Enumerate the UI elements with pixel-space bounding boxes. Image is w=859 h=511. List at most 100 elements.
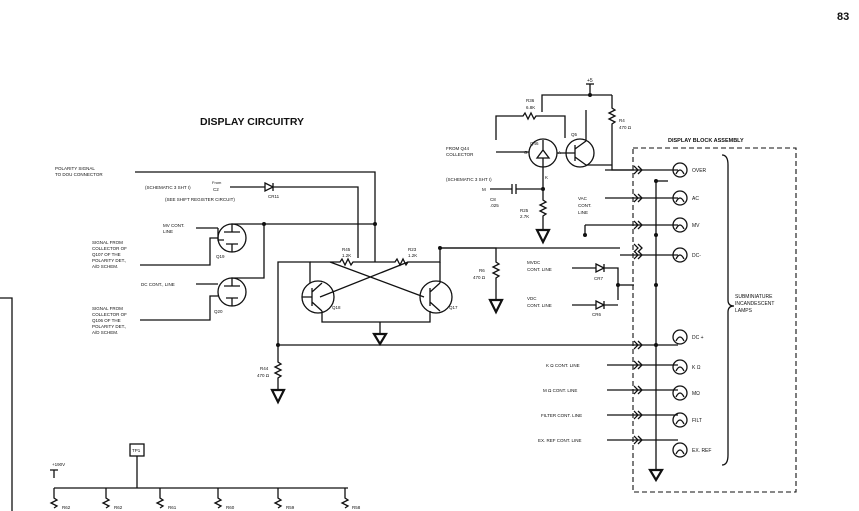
lamp-ex-ref-icon	[672, 442, 688, 458]
cr11-label: CR11	[268, 194, 280, 199]
lamp-row-dc-plus: DC +	[278, 329, 704, 350]
from-q44-line2: COLLECTOR	[446, 152, 474, 157]
mv-cont-line1: MV CONT.	[163, 223, 185, 228]
q107-line2: COLLECTOR OF	[92, 246, 127, 251]
lamp-dc-minus-icon	[672, 247, 688, 263]
see-shift-register-label: (SEE SHIFT REGISTER CIRCUIT)	[165, 197, 235, 202]
r25-value: 2.7K	[520, 214, 529, 219]
q106-line2: COLLECTOR OF	[92, 312, 127, 317]
lamps-label-2: INCANDESCENT	[735, 301, 774, 307]
lamp-over-label: OVER	[692, 168, 707, 174]
junction-dots	[262, 93, 658, 347]
r36-value: 6.8K	[526, 105, 535, 110]
r6-resistor	[440, 247, 501, 300]
lamp-dc-plus-label: DC +	[692, 335, 704, 341]
q106-line4: POLARITY DET.,	[92, 324, 126, 329]
r6-label: R6	[479, 268, 485, 273]
mvdc-cont-line1: MVDC	[527, 260, 541, 265]
bottom-resistors	[49, 488, 350, 509]
page-title: DISPLAY CIRCUITRY	[200, 116, 304, 128]
lamp-ac-icon	[672, 190, 688, 206]
q18-label: Q18	[332, 305, 341, 310]
mv-cont-line2: LINE	[163, 229, 173, 234]
c8-label: C8	[490, 197, 496, 202]
q46-body	[535, 140, 551, 172]
r25-resistor	[538, 172, 548, 230]
q107-line4: POLARITY DET.,	[92, 258, 126, 263]
q18-body	[302, 261, 431, 323]
polarity-signal-wire	[135, 171, 376, 225]
r4-resistor	[607, 95, 617, 160]
bottom-resistor-4: R60	[226, 505, 235, 510]
q46-k-label: K	[545, 175, 548, 180]
lamp-m-ohm-label: MΩ	[692, 391, 700, 397]
polarity-signal-line1: POLARITY SIGNAL	[55, 166, 95, 171]
q19-label: Q19	[216, 254, 225, 259]
bottom-resistor-5: R59	[286, 505, 295, 510]
plus5-rail	[541, 84, 591, 112]
from-q44-line1: FROM Q44	[446, 146, 470, 151]
r45-value: 1.2K	[342, 253, 351, 258]
from-label: From	[212, 180, 222, 185]
lamp-dc-plus-icon	[672, 329, 688, 345]
cr7-diode	[572, 262, 619, 300]
k-cont-label: K Ω CONT. LINE	[546, 363, 580, 368]
q107-wire	[140, 237, 218, 266]
v190-label: +190V	[52, 462, 65, 467]
r44-ground-arrow	[270, 388, 286, 405]
filter-cont-label: FILTER CONT. LINE	[541, 413, 582, 418]
emitter-ground-arrow	[372, 332, 388, 347]
vac-cont-line1: VAC	[578, 196, 588, 201]
cr7-label: CR7	[594, 276, 603, 281]
q106-line3: Q106 OF THE	[92, 318, 121, 323]
r4-value: 470 Ω	[619, 125, 632, 130]
cr6-diode	[572, 299, 618, 311]
vdc-cont-line1: VDC	[527, 296, 537, 301]
r23-label: R23	[408, 247, 417, 252]
bottom-resistor-3: R61	[168, 505, 177, 510]
left-border-line	[0, 297, 13, 511]
lamp-k-ohm-icon	[672, 359, 688, 375]
bottom-resistor-6: R58	[352, 505, 361, 510]
q19-body	[217, 223, 264, 252]
q46-label: Q46	[530, 141, 539, 146]
lamps-label-3: LAMPS	[735, 308, 753, 314]
r45-r23-chain	[310, 248, 441, 267]
q5-label: Q5	[571, 132, 578, 137]
q20-body	[224, 224, 265, 306]
r4-label: R4	[619, 118, 625, 123]
lamp-dc-minus-label: DC-	[692, 253, 701, 259]
r6-value: 470 Ω	[473, 275, 486, 280]
vac-cont-line3: LINE	[578, 210, 588, 215]
lamp-row-mv: MV	[585, 217, 700, 233]
m-cont-label: M Ω CONT. LINE	[543, 388, 577, 393]
r44-label: R44	[260, 366, 269, 371]
lamp-row-ac: AC	[605, 190, 699, 206]
r25-label: R25	[520, 208, 529, 213]
schematic-c2-label: (SCHEMATIC 3 SHT I)	[145, 185, 191, 190]
c8-capacitor	[490, 184, 543, 194]
lamp-row-ex-ref: EX. REF	[607, 435, 711, 458]
m-label: M	[482, 187, 486, 192]
lamp-m-ohm-icon	[672, 385, 688, 401]
q5-body	[557, 110, 612, 166]
lamp-row-k-ohm: K Ω	[607, 359, 701, 375]
q106-line1: SIGNAL FROM	[92, 306, 123, 311]
cr11-diode	[230, 181, 359, 258]
exref-cont-label: EX. REF CONT. LINE	[538, 438, 582, 443]
vdc-cont-line2: CONT. LINE	[527, 303, 552, 308]
lamp-row-dc-minus: DC-	[440, 243, 701, 263]
c8-value: .025	[490, 203, 499, 208]
display-block-assembly-box	[632, 147, 797, 493]
lamps-label-1: SUBMINIATURE	[735, 294, 773, 300]
q107-line1: SIGNAL FROM	[92, 240, 123, 245]
r4-to-over	[611, 160, 634, 171]
lamp-ground-arrow	[648, 468, 664, 483]
c2-label: C2	[213, 187, 219, 192]
polarity-signal-line2: TO DOU CONNECTOR	[55, 172, 103, 177]
lamps-brace	[721, 154, 735, 466]
lamp-ac-label: AC	[692, 196, 699, 202]
tp1-label: TP1	[132, 448, 141, 453]
bottom-resistor-2: R62	[114, 505, 123, 510]
